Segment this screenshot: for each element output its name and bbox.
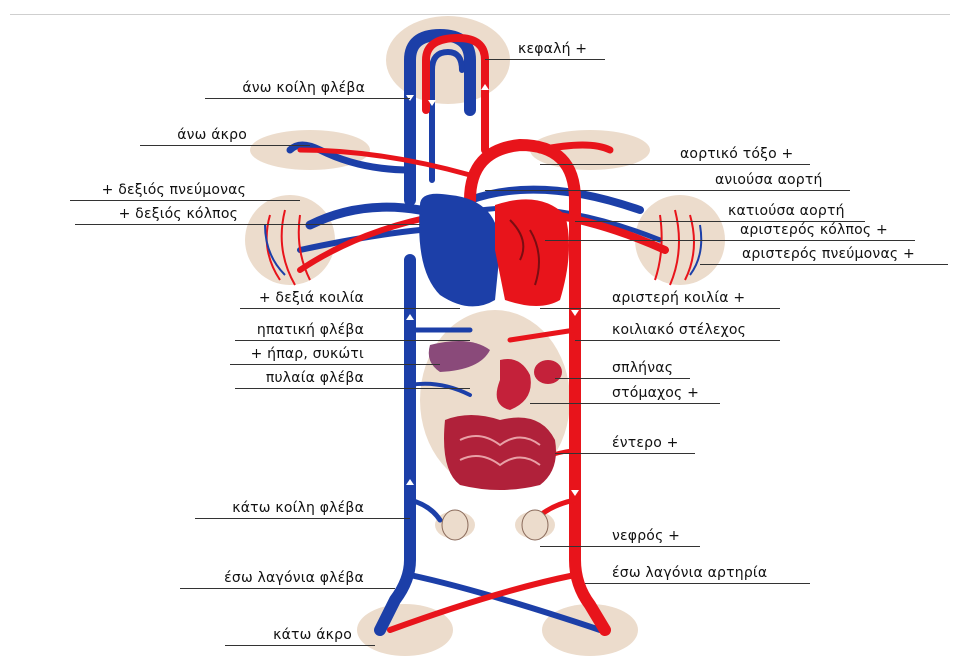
pointer-internal-iliac-artery bbox=[585, 583, 810, 584]
pointer-right-atrium bbox=[75, 224, 420, 225]
pointer-aortic-arch bbox=[540, 164, 810, 165]
label-right-atrium: + δεξιός κόλπος bbox=[119, 206, 238, 222]
pointer-inferior-vena-cava bbox=[195, 518, 410, 519]
label-aortic-arch: αορτικό τόξο + bbox=[680, 146, 793, 162]
label-right-lung: + δεξιός πνεύμονας bbox=[102, 182, 246, 198]
label-left-atrium: αριστερός κόλπος + bbox=[740, 222, 888, 238]
label-kidney: νεφρός + bbox=[612, 528, 680, 544]
pointer-right-ventricle bbox=[240, 308, 460, 309]
pointer-left-ventricle bbox=[540, 308, 780, 309]
intestine-organ bbox=[444, 415, 556, 490]
pointer-liver bbox=[230, 364, 440, 365]
label-liver: + ήπαρ, συκώτι bbox=[251, 346, 364, 362]
label-right-ventricle: + δεξιά κοιλία bbox=[259, 290, 364, 306]
label-head: κεφαλή + bbox=[518, 41, 587, 57]
pointer-lower-limb bbox=[225, 645, 375, 646]
kidney-right bbox=[522, 510, 548, 540]
pointer-internal-iliac-vein bbox=[180, 588, 395, 589]
pointer-superior-vena-cava bbox=[205, 98, 410, 99]
label-hepatic-vein: ηπατική φλέβα bbox=[257, 322, 364, 338]
pointer-right-lung bbox=[70, 200, 300, 201]
lung-tissue-left bbox=[245, 195, 335, 285]
pointer-upper-limb bbox=[140, 145, 310, 146]
pointer-left-lung bbox=[700, 264, 948, 265]
pointer-celiac-trunk bbox=[575, 340, 780, 341]
pointer-stomach bbox=[530, 403, 720, 404]
pointer-hepatic-vein bbox=[235, 340, 470, 341]
label-descending-aorta: κατιούσα αορτή bbox=[728, 203, 845, 219]
inferior-vena-cava-vessel bbox=[380, 260, 410, 630]
pointer-kidney bbox=[540, 546, 700, 547]
label-internal-iliac-artery: έσω λαγόνια αρτηρία bbox=[612, 565, 767, 581]
label-stomach: στόμαχος + bbox=[612, 385, 699, 401]
label-superior-vena-cava: άνω κοίλη φλέβα bbox=[242, 80, 365, 96]
label-spleen: σπλήνας bbox=[612, 360, 673, 376]
label-internal-iliac-vein: έσω λαγόνια φλέβα bbox=[224, 570, 364, 586]
spleen-organ bbox=[534, 360, 562, 384]
kidneys bbox=[442, 510, 548, 540]
label-portal-vein: πυλαία φλέβα bbox=[266, 370, 364, 386]
pointer-head bbox=[485, 59, 605, 60]
label-upper-limb: άνω άκρο bbox=[177, 127, 247, 143]
pointer-portal-vein bbox=[235, 388, 470, 389]
label-intestine: έντερο + bbox=[612, 435, 679, 451]
pointer-ascending-aorta bbox=[485, 190, 850, 191]
label-left-lung: αριστερός πνεύμονας + bbox=[742, 246, 915, 262]
pointer-intestine bbox=[555, 453, 695, 454]
label-left-ventricle: αριστερή κοιλία + bbox=[612, 290, 745, 306]
label-inferior-vena-cava: κάτω κοίλη φλέβα bbox=[232, 500, 364, 516]
pointer-spleen bbox=[555, 378, 690, 379]
left-heart bbox=[495, 199, 569, 306]
kidney-left bbox=[442, 510, 468, 540]
pointer-left-atrium bbox=[545, 240, 915, 241]
label-ascending-aorta: ανιούσα αορτή bbox=[715, 172, 823, 188]
label-celiac-trunk: κοιλιακό στέλεχος bbox=[612, 322, 746, 338]
label-lower-limb: κάτω άκρο bbox=[273, 627, 352, 643]
